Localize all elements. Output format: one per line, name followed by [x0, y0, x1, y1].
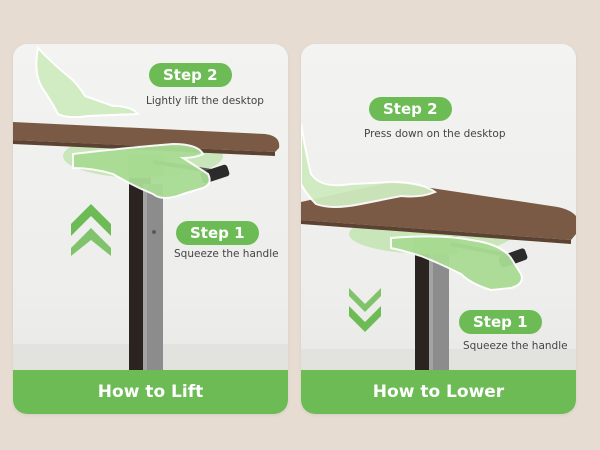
step2-caption: Lightly lift the desktop — [146, 95, 264, 107]
lift-panel: Step 2 Lightly lift the desktop Step 1 S… — [13, 44, 288, 414]
lower-illustration — [301, 123, 576, 374]
double-chevron-down-icon — [349, 288, 381, 332]
desktop — [13, 122, 280, 152]
lower-panel: Step 2 Press down on the desktop Step 1 … — [301, 44, 576, 414]
lift-footer: How to Lift — [13, 370, 288, 414]
pressing-hand-icon — [301, 123, 438, 208]
lifting-hand-icon — [35, 45, 141, 119]
step1-caption: Squeeze the handle — [463, 340, 568, 352]
step2-badge: Step 2 — [149, 63, 232, 87]
lift-illustration — [13, 45, 288, 372]
double-chevron-up-icon — [71, 204, 111, 256]
step1-badge: Step 1 — [459, 310, 542, 334]
lower-footer: How to Lower — [301, 370, 576, 414]
squeezing-hand-icon — [390, 235, 523, 292]
step1-badge: Step 1 — [176, 221, 259, 245]
step2-caption: Press down on the desktop — [364, 128, 506, 140]
step2-badge: Step 2 — [369, 97, 452, 121]
squeezing-hand-icon — [72, 142, 211, 199]
step1-caption: Squeeze the handle — [174, 248, 279, 260]
desk-column-inner — [429, 249, 449, 374]
desk-column-inner — [143, 184, 163, 372]
